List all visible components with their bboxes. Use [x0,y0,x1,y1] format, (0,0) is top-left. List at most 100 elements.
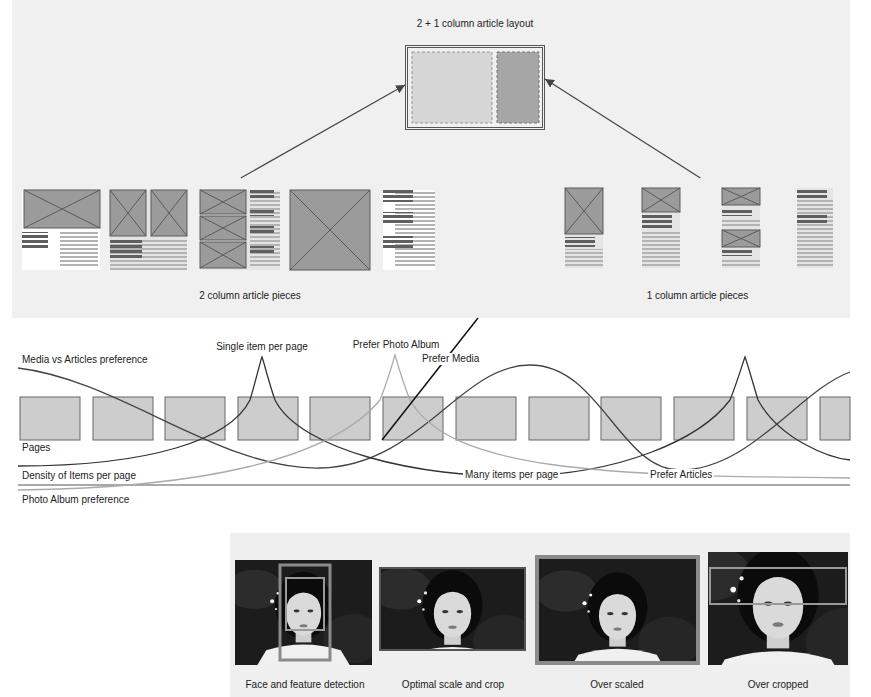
article-piece [797,200,833,268]
article-piece [642,231,680,268]
article-piece [22,232,48,250]
piece-group: 1 column article pieces [555,178,840,306]
article-piece [722,188,760,268]
page-row [20,397,80,440]
article-piece [22,190,100,270]
page-row [529,397,589,440]
panel-ground [12,0,850,318]
portrait-photo [338,537,566,693]
curve-label: Prefer Articles [648,469,714,481]
article-piece [565,188,603,268]
layout-regions [412,52,539,123]
article-piece [383,212,413,224]
portrait-photo [624,503,871,697]
curve-label: Many items per page [463,469,560,481]
axis-label: Density of Items per page [20,470,138,482]
photo-album-curve [18,355,850,490]
piece-group: 2 column article pieces [20,178,480,306]
article-piece [642,215,672,229]
article-piece [797,188,833,268]
article-piece [797,188,827,198]
portrait-photo [624,503,871,697]
detection-box [286,578,324,630]
article-piece [722,218,760,228]
article-piece [565,188,603,234]
article-piece [200,190,246,268]
article-piece [565,249,603,268]
photo-caption: Optimal scale and crop [400,679,506,691]
page-row [20,397,850,440]
axis-label: Photo Album preference [20,494,131,506]
article-piece [290,190,370,270]
article-piece [290,190,370,270]
article-piece [290,190,370,270]
arrow-connector [545,79,700,178]
node-label: 1 column article pieces [647,290,749,302]
article-piece [722,188,760,205]
article-piece [110,240,187,270]
article-piece [110,240,142,258]
article-piece [722,230,760,247]
page-row [747,397,807,440]
article-piece [797,188,833,268]
page-row [165,397,225,440]
article-piece [250,246,274,254]
article-piece [642,188,680,268]
curve-label: Single item per page [214,341,310,353]
detection-box [280,565,330,660]
article-piece [383,190,435,270]
article-piece [24,190,100,228]
article-piece [565,188,603,234]
layout-regions [412,52,492,123]
article-piece [722,258,760,268]
portrait-photo [504,539,731,694]
article-piece [24,190,100,228]
page-row [674,397,734,440]
crop-frame [710,568,846,604]
article-piece [250,208,274,216]
article-piece [722,188,760,205]
article-piece [642,188,680,212]
curve-label: Prefer Media [420,353,481,365]
preference-curve [18,365,850,470]
page-row [93,397,153,440]
node-label: 2 column article pieces [199,290,301,302]
crop-frame [537,557,698,663]
article-piece [565,237,595,247]
portrait-photo [338,537,566,693]
curve-label: Media vs Articles preference [20,354,150,366]
page-row [456,397,516,440]
article-piece [22,190,100,270]
axis-label: Pages [20,442,52,454]
article-piece [110,190,187,270]
article-piece [60,232,98,268]
article-piece [110,190,187,236]
page-row [820,397,850,440]
article-piece [250,226,274,234]
article-piece [383,190,435,270]
layout-box: 2 + 1 column article layout [405,45,545,130]
article-piece [200,190,280,270]
crop-frame [380,568,525,650]
curve-label: Prefer Photo Album [351,339,442,351]
article-piece [250,190,280,268]
article-piece [565,188,603,268]
photo-caption: Over cropped [746,679,811,691]
article-piece [642,188,680,212]
axis-line [18,485,850,486]
article-piece [383,190,413,202]
article-piece [250,190,274,198]
article-piece [722,188,760,268]
article-piece [722,230,760,247]
article-piece [722,250,752,256]
divider-stroke [382,318,478,440]
article-piece [110,190,187,270]
article-piece [383,236,413,248]
article-piece [642,188,680,268]
photo-caption: Over scaled [588,679,645,691]
node-label: 2 + 1 column article layout [417,18,533,30]
article-piece [200,190,280,270]
article-piece [797,215,827,223]
layout-regions [497,52,539,123]
